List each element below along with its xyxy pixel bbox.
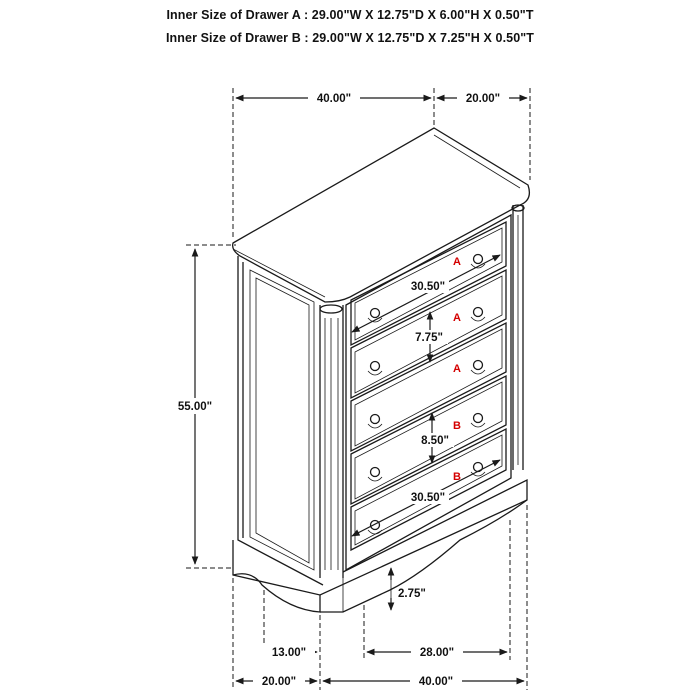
bottom-dimension-lines: [232, 505, 528, 690]
drawer-label-3: A: [453, 363, 461, 375]
drawer-dimension-lines: [351, 254, 501, 537]
bottom-width-label: 40.00": [419, 676, 453, 688]
top-dimension-lines: [232, 88, 531, 240]
drawer-width-bottom-label: 30.50": [411, 492, 445, 504]
drawer-height-b-label: 8.50": [421, 435, 449, 447]
drawer-label-2: A: [453, 312, 461, 324]
drawer: [350, 427, 507, 552]
drawer-a-spec: Inner Size of Drawer A : 29.00"W X 12.75…: [166, 8, 534, 22]
bottom-depth-label: 20.00": [262, 676, 296, 688]
drawer-width-top-label: 30.50": [411, 281, 445, 293]
top-width-label: 40.00": [317, 93, 351, 105]
top-depth-label: 20.00": [466, 93, 500, 105]
drawer-height-a-label: 7.75": [415, 332, 443, 344]
height-dimension-lines: [170, 244, 236, 569]
drawer: [350, 321, 507, 453]
drawer-label-1: A: [453, 256, 461, 268]
base-clearance-label: 2.75": [398, 588, 426, 600]
height-label: 55.00": [178, 401, 212, 413]
side-foot-label: 13.00": [272, 647, 306, 659]
drawer-b-spec: Inner Size of Drawer B : 29.00"W X 12.75…: [165, 31, 535, 45]
chest-body: [232, 127, 531, 613]
front-foot-label: 28.00": [420, 647, 454, 659]
drawer-label-4: B: [453, 420, 461, 432]
